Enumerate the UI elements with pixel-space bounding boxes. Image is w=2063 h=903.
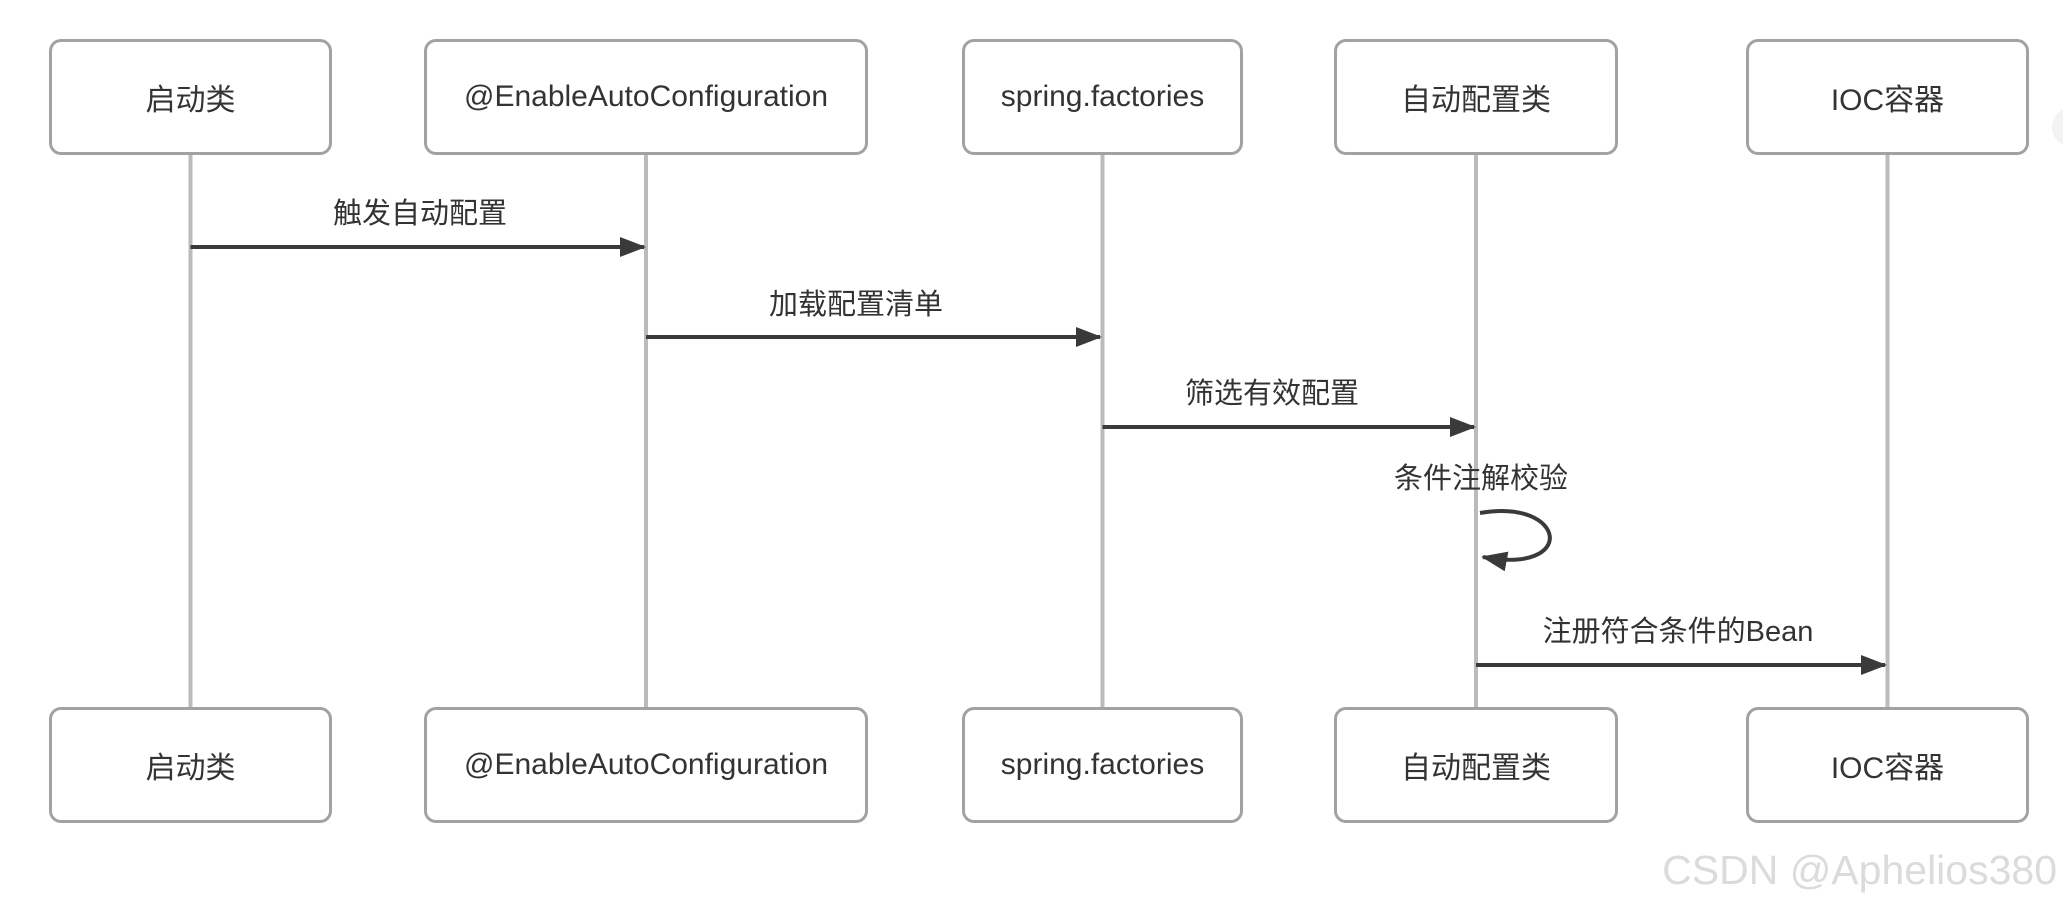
message-label-register-beans: 注册符合条件的Bean bbox=[1542, 616, 1814, 648]
actor-label: spring.factories bbox=[1000, 748, 1205, 781]
message-label-condition-check: 条件注解校验 bbox=[1393, 463, 1569, 495]
actor-box-top-spring-factories: spring.factories bbox=[962, 39, 1243, 155]
actor-label: @EnableAutoConfiguration bbox=[463, 80, 829, 113]
actor-box-bottom-auto-config-class: 自动配置类 bbox=[1334, 707, 1618, 823]
actor-box-bottom-enable-auto-configuration: @EnableAutoConfiguration bbox=[424, 707, 868, 823]
actor-box-top-startup-class: 启动类 bbox=[49, 39, 332, 155]
actor-label: 自动配置类 bbox=[1401, 752, 1551, 785]
message-label-trigger-auto-config: 触发自动配置 bbox=[332, 198, 508, 230]
actor-label: IOC容器 bbox=[1830, 752, 1945, 785]
actor-label: 启动类 bbox=[145, 752, 236, 785]
actor-label: IOC容器 bbox=[1830, 84, 1945, 117]
actor-box-bottom-ioc-container: IOC容器 bbox=[1746, 707, 2029, 823]
actor-box-top-ioc-container: IOC容器 bbox=[1746, 39, 2029, 155]
actor-label: 自动配置类 bbox=[1401, 84, 1551, 117]
self-loop-condition-check bbox=[1479, 509, 1552, 572]
actor-label: spring.factories bbox=[1000, 80, 1205, 113]
actor-box-bottom-spring-factories: spring.factories bbox=[962, 707, 1243, 823]
floating-widget-button[interactable] bbox=[2052, 107, 2063, 147]
actor-box-top-enable-auto-configuration: @EnableAutoConfiguration bbox=[424, 39, 868, 155]
message-label-load-config-list: 加载配置清单 bbox=[768, 289, 944, 321]
actor-box-bottom-startup-class: 启动类 bbox=[49, 707, 332, 823]
actor-label: @EnableAutoConfiguration bbox=[463, 748, 829, 781]
message-label-filter-valid-config: 筛选有效配置 bbox=[1184, 378, 1360, 410]
actor-label: 启动类 bbox=[145, 84, 236, 117]
actor-box-top-auto-config-class: 自动配置类 bbox=[1334, 39, 1618, 155]
csdn-watermark: CSDN @Aphelios380 bbox=[1662, 847, 2057, 893]
